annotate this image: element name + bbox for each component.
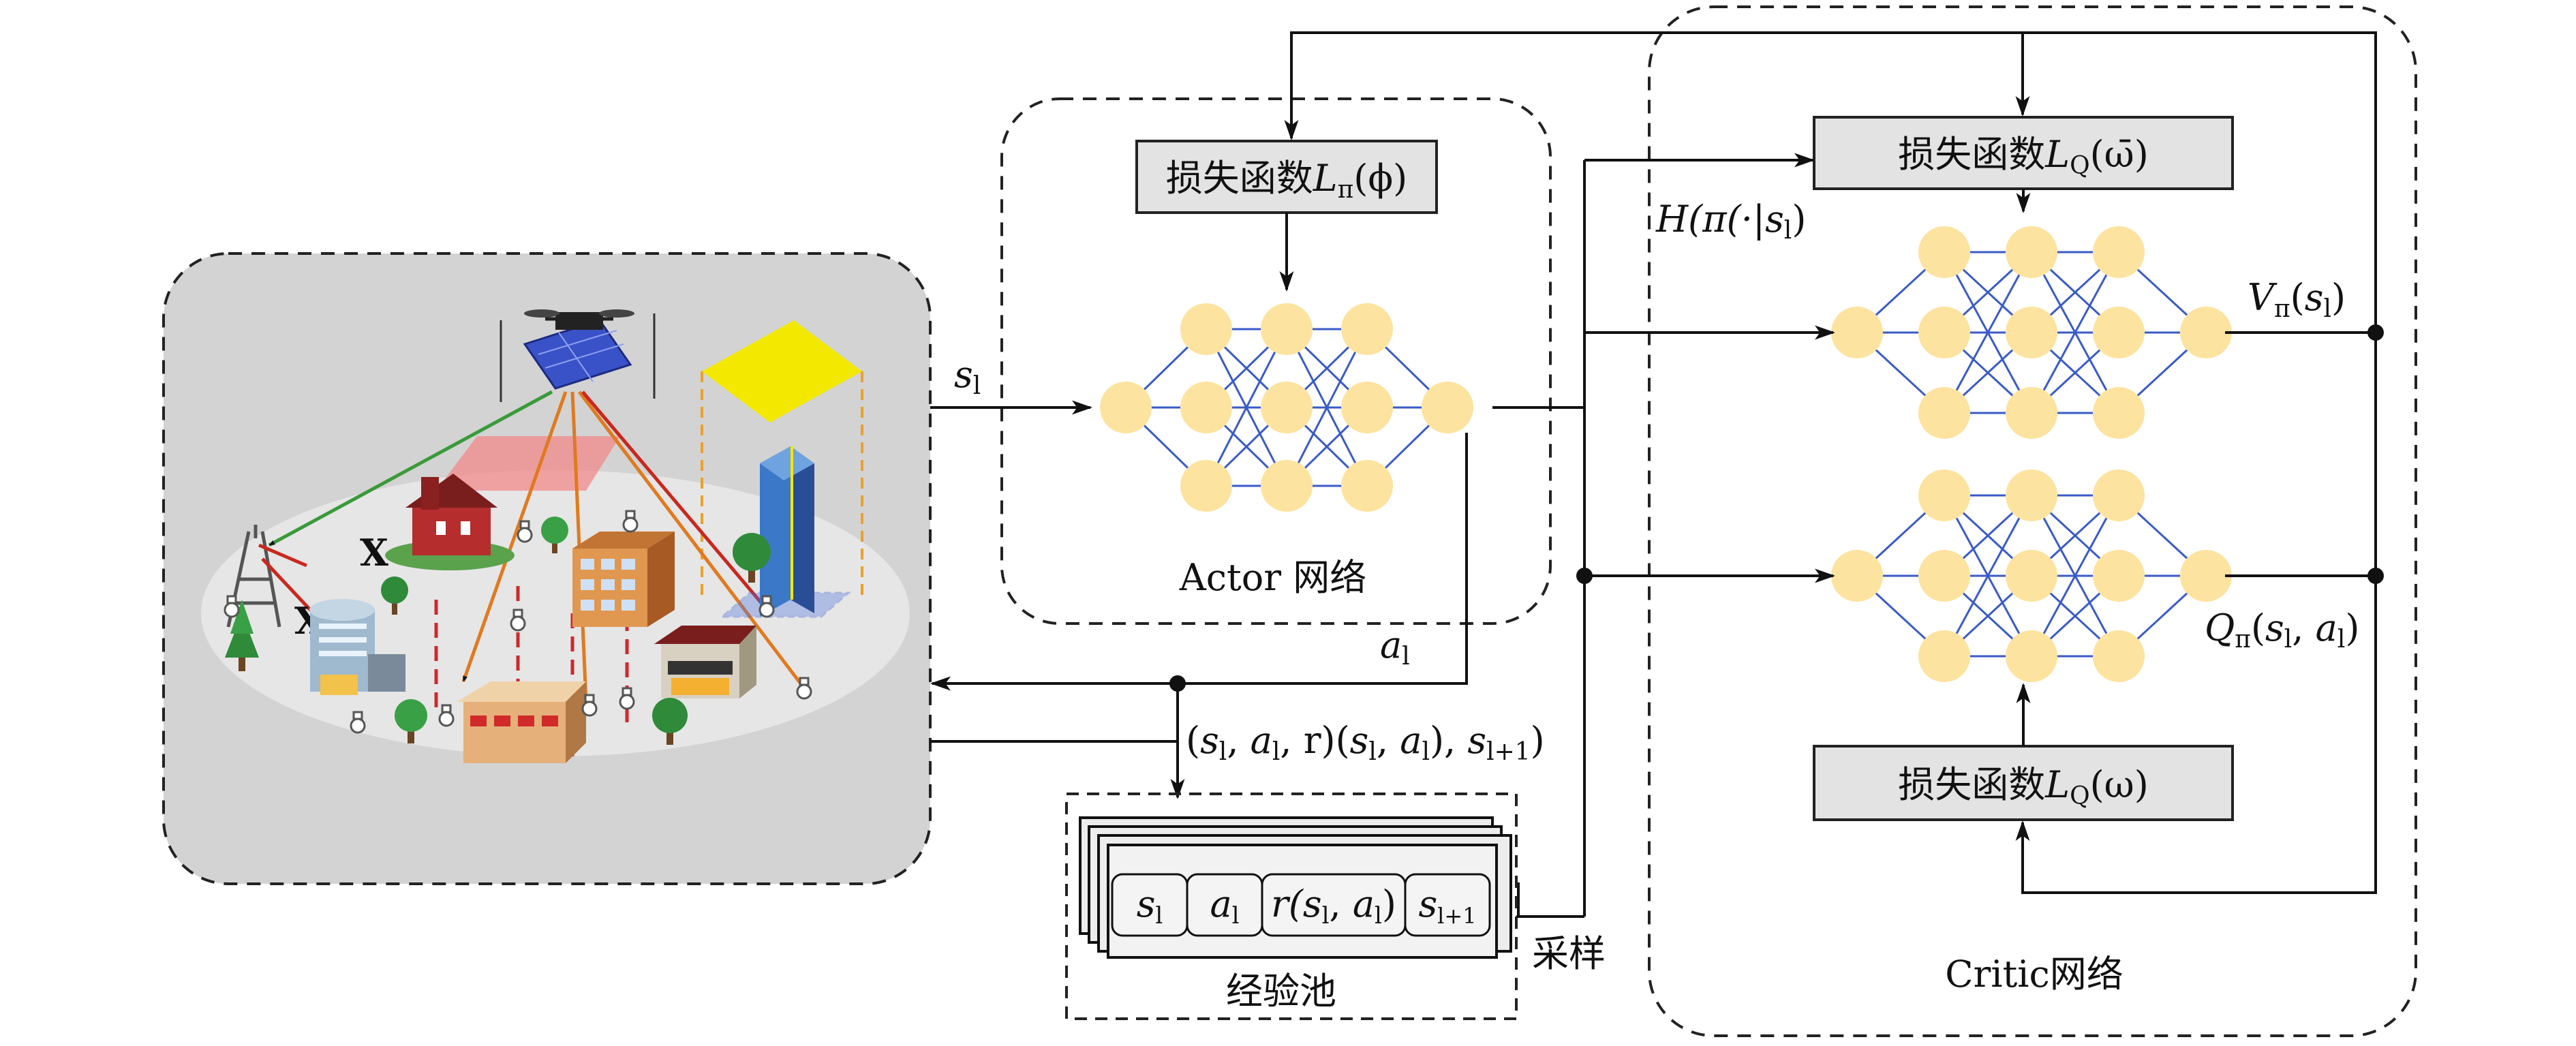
network-node — [1918, 387, 1970, 439]
q-output-label: Qπ(sl, al) — [2205, 606, 2359, 653]
network-node — [1918, 470, 1970, 521]
network-node — [1831, 307, 1883, 358]
buffer-frame — [1065, 793, 1518, 1020]
tree-icon — [395, 699, 427, 743]
critic-target-loss-label: 损失函数LQ(ω̄) — [1898, 133, 2149, 180]
buffer-cell-state-text: sl — [1137, 882, 1163, 929]
actor-loss-label: 损失函数Lπ(ϕ) — [1166, 157, 1407, 204]
environment-panel: X X — [162, 252, 932, 885]
buffer-cell-next-state-text: sl+1 — [1418, 882, 1476, 929]
network-node — [1261, 382, 1313, 433]
sample-label: 采样 — [1532, 932, 1606, 975]
network-node — [1422, 382, 1473, 433]
uav-icon — [500, 309, 656, 402]
factory-icon — [457, 681, 586, 763]
network-node — [1918, 226, 1970, 278]
network-node — [1341, 303, 1393, 355]
network-node — [2093, 226, 2145, 278]
user-device-icon — [224, 595, 240, 618]
actor-loss-box — [1135, 140, 1438, 214]
network-node — [2093, 387, 2145, 439]
network-node — [2093, 470, 2145, 521]
critic-target-loss-box — [1813, 116, 2234, 190]
network-edge — [1943, 251, 2033, 414]
connections — [930, 31, 2377, 918]
building-icon — [572, 532, 675, 627]
critic-title: Critic网络 — [1945, 953, 2123, 996]
user-device-icon — [510, 609, 526, 632]
network-node — [1180, 382, 1232, 433]
critic-loss-label: 损失函数LQ(ω) — [1898, 763, 2149, 810]
network-node — [1918, 630, 1970, 682]
user-device-icon — [796, 677, 812, 700]
skyscraper-icon — [720, 446, 851, 618]
user-device-icon — [622, 510, 639, 533]
user-device-icon — [581, 694, 598, 717]
building-icon — [309, 599, 405, 695]
network-node — [1831, 550, 1883, 602]
tree-icon — [652, 698, 688, 745]
network-node — [1100, 382, 1152, 433]
actor-output-line — [1492, 406, 1586, 545]
network-node — [2093, 307, 2145, 358]
buffer-cell-reward-text: r(sl, al) — [1271, 882, 1396, 929]
transition-label: (sl, al, r)(sl, al), sl+1) — [1186, 719, 1545, 766]
network-node — [2006, 387, 2057, 439]
network-node — [1341, 460, 1393, 512]
network-node — [1918, 307, 1970, 358]
network-node — [1341, 382, 1393, 433]
value-output-label: Vπ(sl) — [2248, 276, 2346, 323]
user-device-icon — [619, 687, 635, 710]
network-node — [2093, 550, 2145, 602]
buffer-cell-next-state — [1404, 873, 1491, 937]
network-edge — [1285, 328, 1368, 487]
network-node — [2180, 307, 2232, 358]
network-node — [2006, 470, 2057, 521]
critic-q-network — [1831, 470, 2232, 682]
user-device-icon — [517, 520, 533, 543]
network-node — [1180, 303, 1232, 355]
critic-loss-box — [1813, 745, 2234, 821]
coverage-square-yellow — [702, 320, 862, 422]
buffer-cell-action-text: al — [1210, 882, 1239, 929]
critic-frame — [1648, 5, 2417, 1037]
network-node — [2006, 550, 2057, 602]
network-node — [1261, 460, 1313, 512]
network-node — [2006, 630, 2057, 682]
network-node — [2093, 630, 2145, 682]
tree-icon — [381, 576, 408, 615]
entropy-label: H(π(·|sl) — [1655, 198, 1806, 245]
network-edge — [2030, 495, 2120, 657]
network-node — [2006, 307, 2057, 358]
beam-to-base-station — [268, 390, 553, 547]
network-node — [1180, 460, 1232, 512]
network-node — [1261, 303, 1313, 355]
network-node — [2006, 226, 2057, 278]
actor-title: Actor 网络 — [1179, 556, 1366, 599]
tree-icon — [541, 517, 568, 553]
tree-icon — [733, 533, 771, 583]
tree-icon — [225, 600, 259, 671]
action-label: al — [1380, 624, 1410, 671]
network-edge — [1943, 495, 2033, 657]
actor-frame — [1000, 97, 1552, 625]
user-device-icon — [438, 704, 455, 727]
network-edge — [1205, 328, 1288, 487]
action-arrow — [930, 433, 1468, 691]
network-node — [1918, 550, 1970, 602]
user-device-icon — [758, 595, 775, 618]
state-label: sl — [954, 353, 981, 400]
actor-network — [1100, 303, 1473, 512]
critic-value-network — [1831, 226, 2232, 439]
buffer-title: 经验池 — [1226, 970, 1336, 1013]
building-icon — [654, 626, 756, 698]
junctions — [1169, 324, 2384, 692]
house-icon — [385, 474, 515, 570]
network-node — [2180, 550, 2232, 602]
network-edge — [2030, 251, 2120, 414]
block-mark: X — [360, 531, 388, 574]
user-device-icon — [350, 711, 366, 734]
buffer-cells — [1111, 873, 1491, 937]
